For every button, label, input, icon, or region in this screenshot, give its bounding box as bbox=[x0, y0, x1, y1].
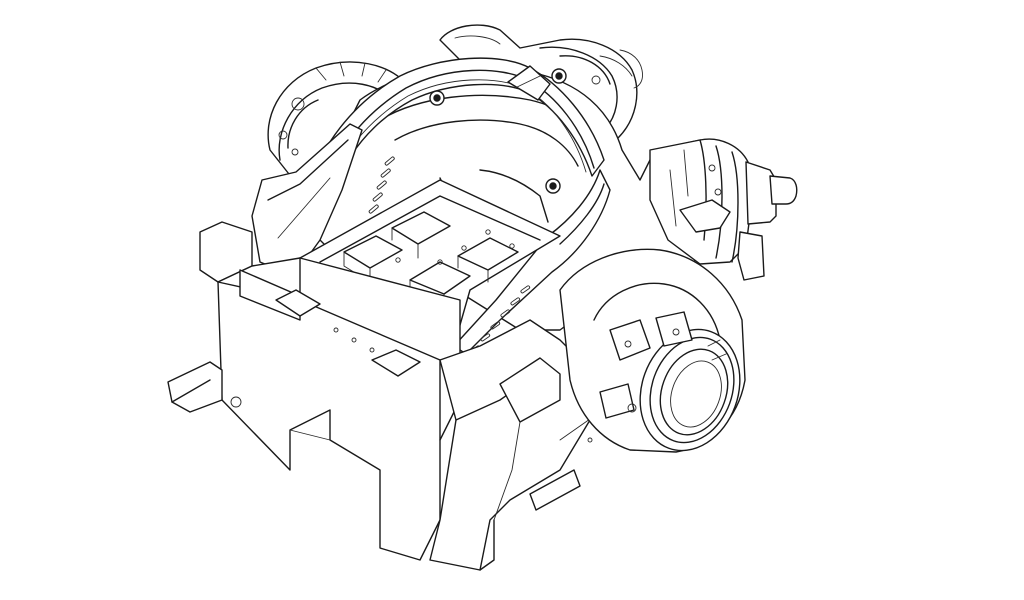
left-mounting-block bbox=[167, 221, 461, 561]
slotted-right-rail bbox=[453, 169, 611, 355]
bolt-icon bbox=[551, 68, 567, 84]
rotor-end-ring bbox=[639, 328, 741, 452]
bolt-heads bbox=[429, 68, 567, 194]
rail-slots bbox=[470, 285, 531, 354]
right-shaft-assembly bbox=[649, 138, 798, 281]
front-side-panel bbox=[429, 319, 621, 571]
bolt-icon bbox=[545, 178, 561, 194]
bolt-icon bbox=[429, 90, 445, 106]
left-plate-slots bbox=[368, 156, 395, 214]
front-rotor-cylinder bbox=[559, 248, 746, 453]
